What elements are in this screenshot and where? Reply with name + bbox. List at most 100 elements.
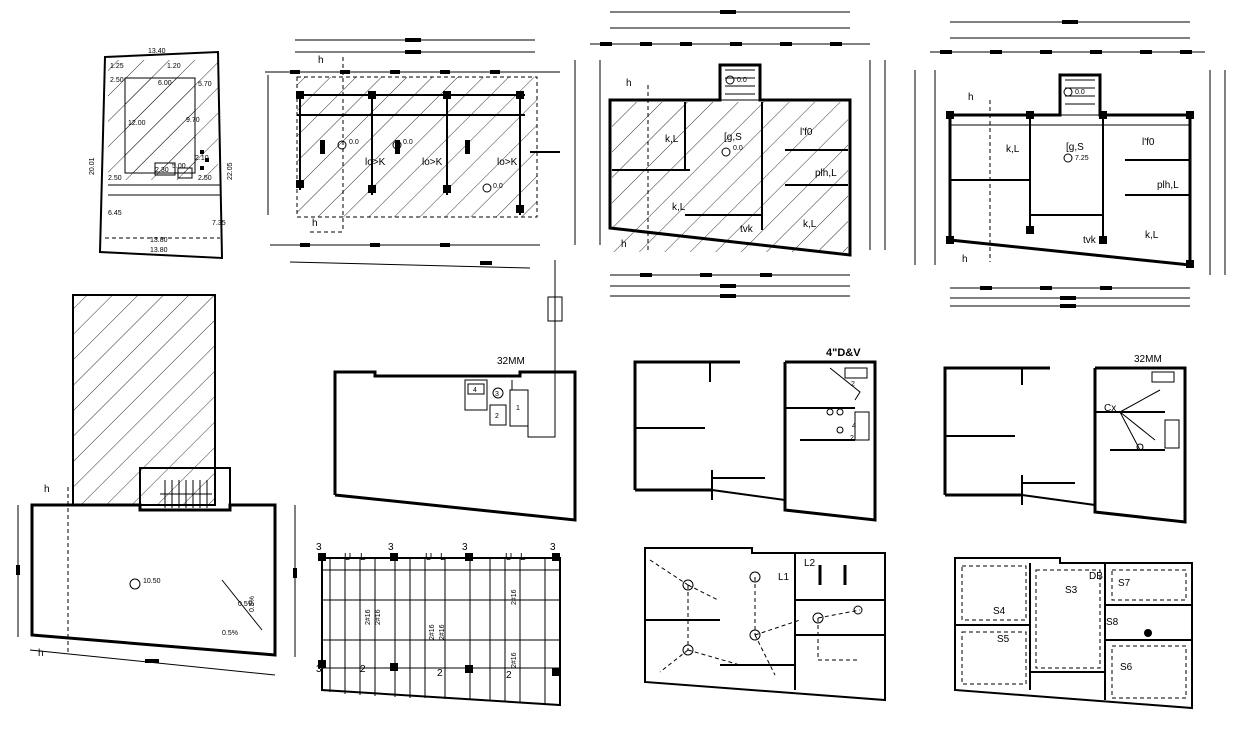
slope-label: 0.5% bbox=[249, 596, 256, 612]
water-supply-plan: 32MM 4 3 2 1 bbox=[333, 340, 577, 522]
foundation-plan: 3 U L 3 U L 3 U L 3 2 2 2 3 2#16 2#16 2#… bbox=[316, 542, 561, 707]
column-tag: 2#16 bbox=[429, 624, 436, 640]
drainage-plan: 4"D&V 2 4 2 bbox=[633, 347, 877, 522]
section-mark: h bbox=[318, 55, 324, 66]
room-label: k,L bbox=[803, 219, 817, 230]
first-floor-plan: 0.0 7.25 k,L [g,S l'f0 plh,L k,L tvk h h bbox=[914, 20, 1226, 308]
section-mark: h bbox=[44, 484, 50, 495]
pipe-label: 32MM bbox=[1134, 354, 1162, 365]
power-plan: DB S3 S4 S5 S6 S7 S8 bbox=[954, 557, 1193, 710]
room-label: l'f0 bbox=[1142, 137, 1155, 148]
level-label: 0.0 bbox=[493, 183, 503, 190]
room-label: lo>K bbox=[497, 157, 518, 168]
fixture-number: 2 bbox=[495, 413, 499, 420]
circuit-label: DB bbox=[1089, 571, 1103, 582]
fixture-number: 2 bbox=[851, 381, 855, 388]
site-dim: 7.35 bbox=[212, 220, 226, 227]
foundation-mark: 3 bbox=[316, 542, 322, 553]
section-mark: h bbox=[968, 92, 974, 103]
column-tag: 2#16 bbox=[439, 624, 446, 640]
site-dim: 6.45 bbox=[108, 210, 122, 217]
level-label: 0.0 bbox=[349, 139, 359, 146]
site-dim: 2.30 bbox=[155, 167, 169, 174]
site-dim: 20.01 bbox=[89, 157, 96, 175]
room-label: k,L bbox=[1145, 230, 1159, 241]
site-dim: 9.70 bbox=[186, 117, 200, 124]
circuit-label: S6 bbox=[1120, 662, 1133, 673]
site-dim: 2.10 bbox=[195, 155, 209, 162]
site-dim: 13.80 bbox=[150, 247, 168, 254]
foundation-mark: L bbox=[520, 552, 526, 563]
slope-label: 0.5% bbox=[238, 601, 254, 608]
site-dim: 2.50 bbox=[110, 77, 124, 84]
room-label: k,L bbox=[665, 134, 679, 145]
slab-plan: h h 0.0 0.0 0.0 lo>K lo>K lo>K bbox=[265, 38, 563, 360]
room-label: lo>K bbox=[365, 157, 386, 168]
level-label: 0.0 bbox=[737, 77, 747, 84]
fixture-number: 4 bbox=[852, 423, 856, 430]
fixture-label: L2 bbox=[804, 558, 816, 569]
level-label: 0.0 bbox=[403, 139, 413, 146]
site-dim: 1.20 bbox=[167, 63, 181, 70]
site-dim: 6.00 bbox=[158, 80, 172, 87]
column-tag: 2#16 bbox=[375, 609, 382, 625]
room-label: plh,L bbox=[1157, 180, 1179, 191]
fixture-number: 4 bbox=[473, 387, 477, 394]
fixture-number: 2 bbox=[850, 435, 854, 442]
column-tag: 2#16 bbox=[365, 609, 372, 625]
slope-label: 0.5% bbox=[222, 630, 238, 637]
foundation-mark: 2 bbox=[360, 664, 366, 675]
level-label: 10.50 bbox=[143, 578, 161, 585]
site-dim: 22.05 bbox=[227, 162, 234, 180]
fixture-number: 3 bbox=[495, 391, 499, 398]
circuit-label: S8 bbox=[1106, 617, 1119, 628]
foundation-mark: 3 bbox=[316, 664, 322, 675]
circuit-label: S7 bbox=[1118, 578, 1131, 589]
ground-floor-plan: 0.0 0.0 k,L [g,S l'f0 plh,L k,L k,L tvk … bbox=[574, 10, 886, 298]
room-label: tvk bbox=[740, 224, 754, 235]
circuit-label: S4 bbox=[993, 606, 1006, 617]
site-dim: 2.50 bbox=[198, 175, 212, 182]
room-label: [g,S bbox=[1066, 142, 1084, 153]
roof-plan: h h 10.50 0.5% 0.5% 0.5% bbox=[16, 294, 297, 676]
lighting-plan: L1 L2 bbox=[644, 547, 886, 702]
site-dim: 13.80 bbox=[150, 237, 168, 244]
foundation-mark: 2 bbox=[437, 668, 443, 679]
room-label: [g,S bbox=[724, 132, 742, 143]
fixture-number: 1 bbox=[516, 405, 520, 412]
section-mark: h bbox=[621, 239, 627, 250]
room-label: tvk bbox=[1083, 235, 1097, 246]
foundation-mark: 2 bbox=[506, 670, 512, 681]
room-label: k,L bbox=[672, 202, 686, 213]
fixture-label: L1 bbox=[778, 572, 790, 583]
foundation-mark: 3 bbox=[462, 542, 468, 553]
circuit-label: S3 bbox=[1065, 585, 1078, 596]
column-tag: 2#16 bbox=[511, 652, 518, 668]
section-mark: h bbox=[38, 648, 44, 659]
site-dim: 5.70 bbox=[198, 81, 212, 88]
foundation-mark: U bbox=[344, 552, 351, 563]
foundation-mark: U bbox=[505, 552, 512, 563]
room-label: plh,L bbox=[815, 168, 837, 179]
site-dim: 13.40 bbox=[148, 48, 166, 55]
site-dim: 2.50 bbox=[108, 175, 122, 182]
room-label: lo>K bbox=[422, 157, 443, 168]
room-label: l'f0 bbox=[800, 127, 813, 138]
site-plan: 13.40 2.50 6.00 12.00 5.70 9.70 1.25 1.2… bbox=[89, 48, 234, 260]
section-mark: h bbox=[312, 218, 318, 229]
foundation-mark: 3 bbox=[388, 542, 394, 553]
site-dim: 12.00 bbox=[128, 120, 146, 127]
pipe-label: 32MM bbox=[497, 356, 525, 367]
section-mark: h bbox=[962, 254, 968, 265]
site-dim: 5.00 bbox=[172, 163, 186, 170]
water-supply-plan-first-floor: 32MM Cx bbox=[943, 354, 1187, 524]
foundation-mark: L bbox=[360, 552, 366, 563]
level-label: 7.25 bbox=[1075, 155, 1089, 162]
column-tag: 2#16 bbox=[511, 589, 518, 605]
level-label: 0.0 bbox=[1075, 89, 1085, 96]
fixture-tag: Cx bbox=[1104, 403, 1116, 414]
pipe-label: 4"D&V bbox=[826, 347, 861, 359]
site-dim: 1.25 bbox=[110, 63, 124, 70]
circuit-label: S5 bbox=[997, 634, 1010, 645]
